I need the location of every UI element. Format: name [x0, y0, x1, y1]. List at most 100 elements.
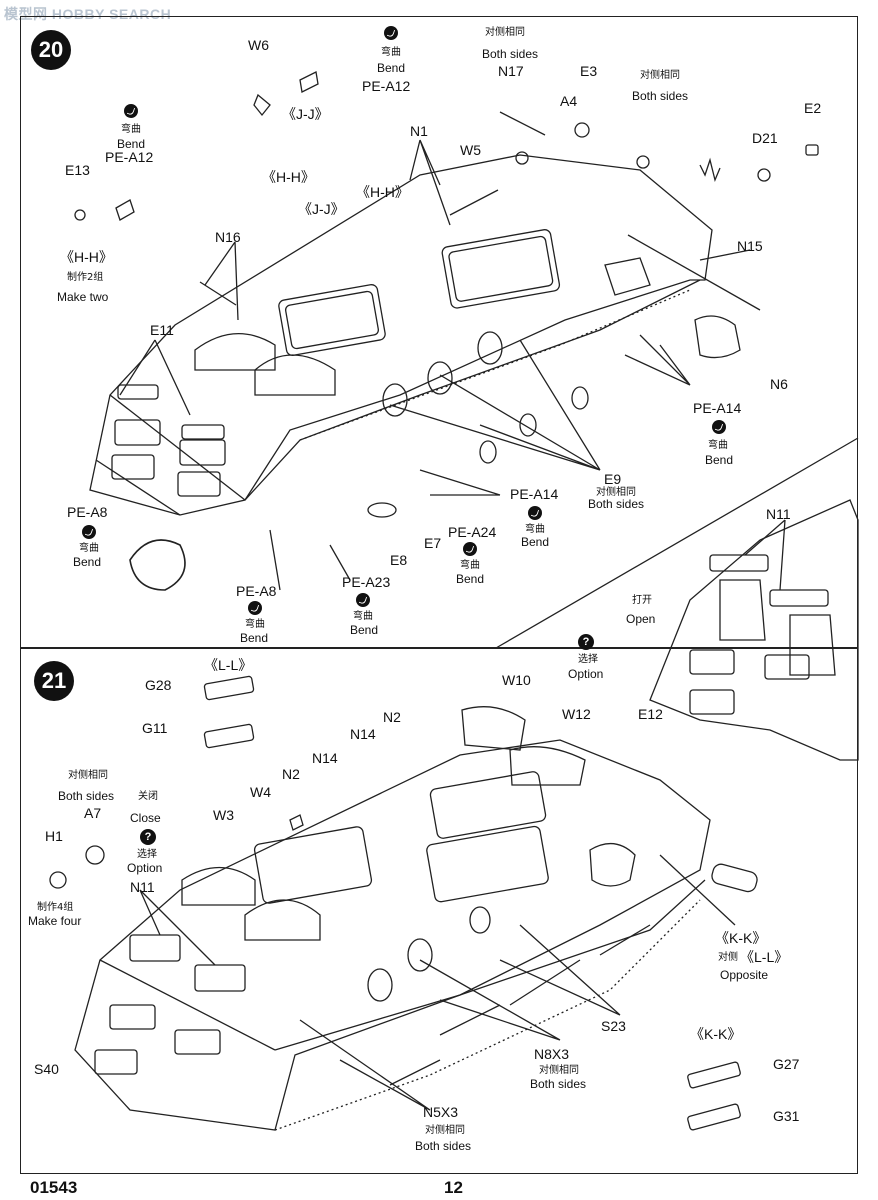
label-pe-a12-top: PE-A12	[362, 78, 411, 94]
open-en: Open	[626, 612, 656, 626]
label-h1: H1	[45, 828, 63, 844]
label-w12: W12	[562, 706, 591, 722]
step-20-number: 20	[31, 30, 71, 70]
both-sides-cn: 对侧相同	[68, 770, 108, 781]
opposite-cn: 对侧	[718, 952, 738, 963]
both-sides-en: Both sides	[58, 789, 115, 803]
make-two-en: Make two	[57, 290, 109, 304]
bend-cn: 弯曲	[708, 440, 728, 451]
bend-en: Bend	[240, 631, 269, 645]
label-kk-mid: 《K-K》	[715, 930, 767, 946]
bend-icon	[528, 506, 542, 520]
label-n16: N16	[215, 229, 241, 245]
label-jj-top: 《J-J》	[282, 106, 329, 122]
label-w10: W10	[502, 672, 531, 688]
open-cn: 打开	[632, 595, 652, 606]
bend-cn: 弯曲	[245, 619, 265, 630]
both-sides-cn: 对侧相同	[539, 1065, 579, 1076]
label-jj-mid: 《J-J》	[298, 201, 345, 217]
label-pe-a14-mid: PE-A14	[510, 486, 559, 502]
bend-icon	[384, 26, 398, 40]
label-w3: W3	[213, 807, 234, 823]
step-20-frame	[20, 16, 858, 648]
both-sides-en: Both sides	[632, 89, 689, 103]
both-sides-cn: 对侧相同	[640, 70, 680, 81]
label-n1: N1	[410, 123, 428, 139]
label-n5x3: N5X3	[423, 1104, 459, 1120]
bend-icon	[463, 542, 477, 556]
bend-icon	[124, 104, 138, 118]
make-two-cn: 制作2组	[67, 272, 104, 283]
make-four-cn: 制作4组	[37, 902, 74, 913]
label-kk-bottom: 《K-K》	[690, 1026, 742, 1042]
label-n14-left: N14	[312, 750, 338, 766]
label-n17: N17	[498, 63, 524, 79]
bend-cn: 弯曲	[121, 124, 141, 135]
option-icon: ?	[578, 634, 594, 650]
label-e9: E9	[604, 471, 622, 487]
label-n11: N11	[130, 879, 155, 895]
both-sides-en: Both sides	[530, 1077, 587, 1091]
option-cn: 选择	[137, 849, 157, 860]
bend-cn: 弯曲	[353, 611, 373, 622]
bend-en: Bend	[117, 137, 146, 151]
close-en: Close	[130, 811, 161, 825]
label-e11: E11	[150, 322, 174, 338]
inset-label-e12: E12	[638, 706, 663, 722]
option-cn: 选择	[578, 654, 598, 665]
label-hh-right: 《H-H》	[356, 184, 409, 200]
label-d21: D21	[752, 130, 778, 146]
bend-cn: 弯曲	[381, 47, 401, 58]
step-21-frame	[20, 648, 858, 1174]
bend-en: Bend	[350, 623, 379, 637]
both-sides-en: Both sides	[415, 1139, 472, 1153]
label-pe-a23: PE-A23	[342, 574, 391, 590]
label-pe-a12-left: PE-A12	[105, 149, 154, 165]
label-e7: E7	[424, 535, 442, 551]
bend-en: Bend	[521, 535, 550, 549]
bend-en: Bend	[377, 61, 406, 75]
label-a4: A4	[560, 93, 578, 109]
label-pe-a8-left: PE-A8	[67, 504, 108, 520]
inset-divider-line	[495, 437, 859, 649]
opposite-en: Opposite	[720, 968, 769, 982]
label-pe-a8-bottom: PE-A8	[236, 583, 277, 599]
label-g31: G31	[773, 1108, 800, 1124]
label-e2: E2	[804, 100, 822, 116]
label-s40: S40	[34, 1061, 59, 1077]
bend-en: Bend	[73, 555, 102, 569]
label-s23: S23	[601, 1018, 626, 1034]
both-sides-cn: 对侧相同	[596, 487, 636, 498]
step-21-number: 21	[34, 661, 74, 701]
label-e13: E13	[65, 162, 90, 178]
label-g27: G27	[773, 1056, 800, 1072]
page-number: 12	[444, 1178, 463, 1197]
bend-icon	[248, 601, 262, 615]
label-n2-left: N2	[282, 766, 300, 782]
label-hh-mid: 《H-H》	[262, 169, 315, 185]
watermark: 模型网 HOBBY SEARCH	[4, 6, 172, 22]
label-ll-top: 《L-L》	[204, 657, 253, 673]
label-w5: W5	[460, 142, 481, 158]
label-hh-left: 《H-H》	[60, 249, 113, 265]
label-g28: G28	[145, 677, 172, 693]
label-pe-a24: PE-A24	[448, 524, 497, 540]
label-e3: E3	[580, 63, 598, 79]
both-sides-cn: 对侧相同	[485, 27, 525, 38]
label-n14-top: N14	[350, 726, 376, 742]
label-g11: G11	[142, 720, 168, 736]
both-sides-en: Both sides	[588, 497, 645, 511]
label-n15: N15	[737, 238, 763, 254]
option-icon: ?	[140, 829, 156, 845]
label-e8: E8	[390, 552, 408, 568]
label-ll-mid: 《L-L》	[740, 949, 789, 965]
bend-en: Bend	[705, 453, 734, 467]
close-cn: 关闭	[138, 791, 158, 802]
label-pe-a14-right: PE-A14	[693, 400, 742, 416]
bend-cn: 弯曲	[460, 560, 480, 571]
label-n2-top: N2	[383, 709, 401, 725]
step-21-hull	[49, 675, 758, 1131]
label-n8x3: N8X3	[534, 1046, 570, 1062]
